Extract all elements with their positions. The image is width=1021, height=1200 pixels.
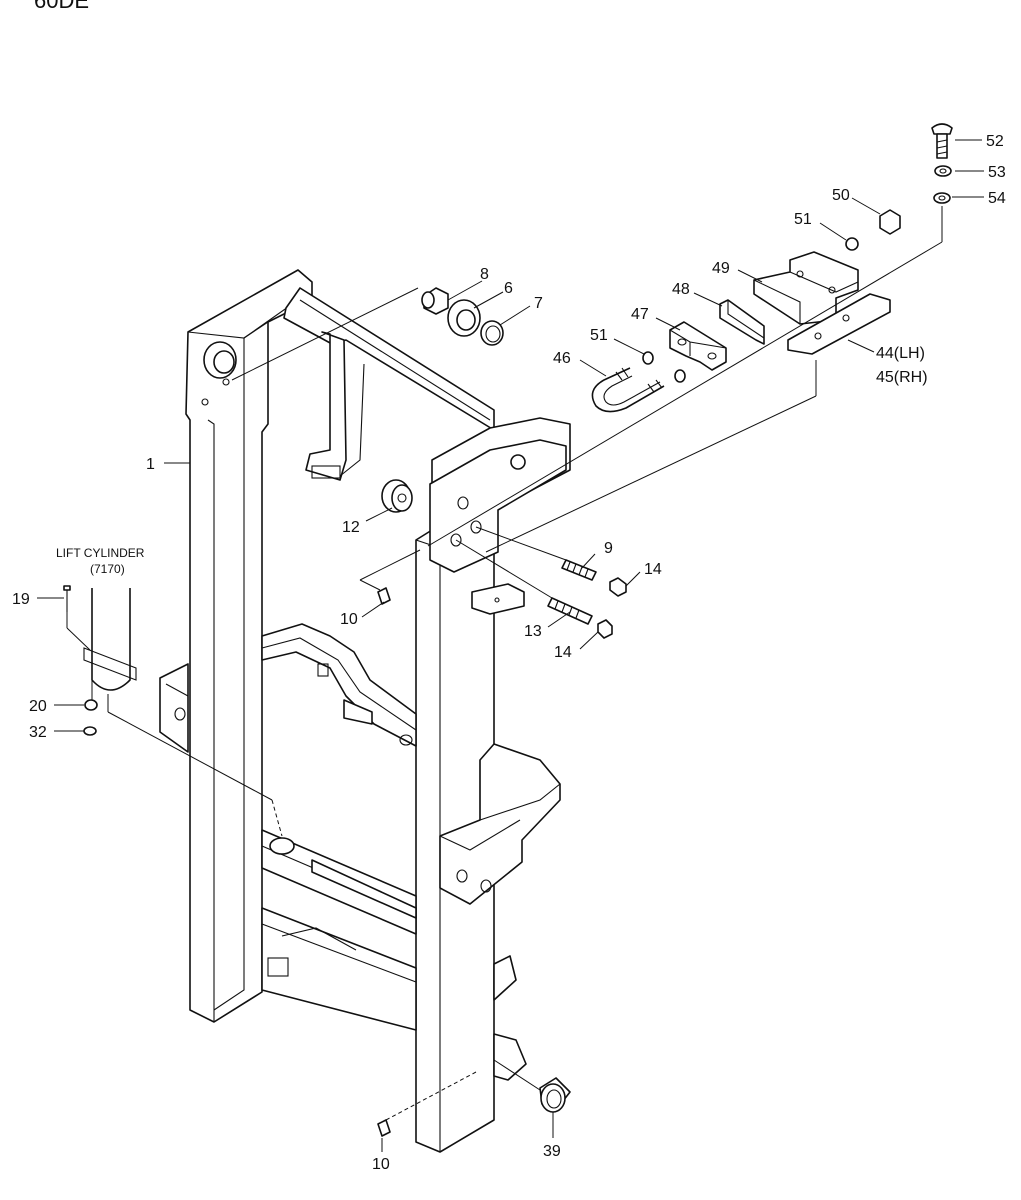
callout-39: 39: [543, 1143, 561, 1160]
part-54-washer: [933, 192, 951, 204]
part-7-snap-ring: [480, 320, 504, 346]
callout-1: 1: [146, 456, 155, 473]
assembly-lines: [66, 206, 943, 1121]
top-crossmember: [283, 287, 495, 481]
part-47-block: [669, 321, 727, 371]
lower-crossmembers: [261, 829, 417, 1031]
callout-labels: 1 8 6 7 9 10 10 12 13 14 14 19 20 32 39 …: [12, 133, 1006, 1173]
part-14-nut-lower: [597, 619, 613, 639]
callout-45: 45(RH): [876, 369, 928, 386]
callout-48: 48: [672, 281, 690, 298]
callout-12: 12: [342, 519, 360, 536]
callout-10-upper: 10: [340, 611, 358, 628]
part-39-bushing: [539, 1077, 571, 1113]
part-10-fitting-lower: [377, 1119, 391, 1137]
callout-leaders: [37, 139, 984, 1152]
callout-51-top: 51: [794, 211, 812, 228]
callout-46: 46: [553, 350, 571, 367]
part-32-washer: [83, 726, 97, 736]
callout-10-lower: 10: [372, 1156, 390, 1173]
lift-cylinder: [83, 588, 137, 691]
model-code: 60DE: [34, 0, 89, 13]
callout-50: 50: [832, 187, 850, 204]
part-51-washer-left: [642, 351, 654, 365]
callout-32: 32: [29, 724, 47, 741]
part-19-bolt: [63, 585, 71, 612]
part-8-pin: [421, 287, 449, 315]
part-10-fitting-upper: [377, 587, 391, 605]
left-upright: [185, 269, 313, 1023]
callout-14-upper: 14: [644, 561, 662, 578]
part-50-nut: [879, 209, 901, 235]
callout-7: 7: [534, 295, 543, 312]
callout-9: 9: [604, 540, 613, 557]
middle-crossbar: [261, 623, 417, 747]
part-51-washer-top: [845, 237, 859, 251]
part-46-clamp: [591, 367, 665, 413]
callout-13: 13: [524, 623, 542, 640]
part-48-shim: [719, 299, 765, 345]
part-6-bearing: [447, 299, 481, 337]
callout-47: 47: [631, 306, 649, 323]
lift-cylinder-label: LIFT CYLINDER: [56, 546, 145, 560]
lift-cylinder-code: (7170): [90, 562, 125, 576]
callout-52: 52: [986, 133, 1004, 150]
callout-44: 44(LH): [876, 345, 925, 362]
callout-6: 6: [504, 280, 513, 297]
callout-54: 54: [988, 190, 1006, 207]
callout-53: 53: [988, 164, 1006, 181]
callout-19: 19: [12, 591, 30, 608]
callout-51-left: 51: [590, 327, 608, 344]
part-44-45-plate: [787, 293, 891, 355]
part-53-washer: [934, 165, 952, 177]
callout-49: 49: [712, 260, 730, 277]
callout-20: 20: [29, 698, 47, 715]
callout-14-lower: 14: [554, 644, 572, 661]
left-cylinder-bracket: [159, 663, 189, 753]
part-52-bolt: [931, 123, 953, 159]
right-cylinder-bracket: [439, 743, 561, 1081]
callout-8: 8: [480, 266, 489, 283]
part-49-bracket: [753, 251, 859, 325]
part-12-roller: [381, 479, 413, 513]
part-9-stud: [561, 559, 597, 581]
part-20-nut: [84, 699, 98, 711]
part-51-washer-mid: [674, 369, 686, 383]
part-13-stud: [547, 597, 593, 625]
part-14-nut-upper: [609, 577, 627, 597]
